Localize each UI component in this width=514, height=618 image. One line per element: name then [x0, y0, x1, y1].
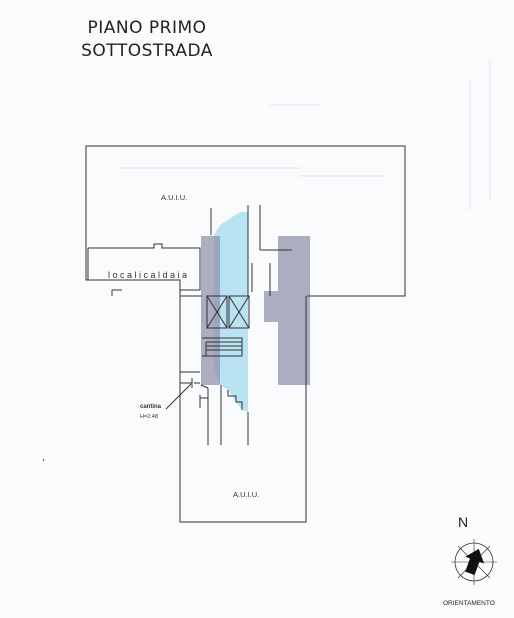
compass: N ORIENTAMENTO	[443, 514, 497, 607]
blue-highlight-area	[214, 212, 248, 412]
room-label-locali-caldaia: l o c a l i c a l d a i a	[108, 270, 187, 280]
stray-mark	[42, 458, 45, 462]
room-label-cantina: cantina	[140, 404, 162, 410]
room-label-cantina-height: H=2.48	[140, 414, 158, 420]
title-line-1: PIANO PRIMO	[87, 18, 207, 38]
room-label-auiu-top: A.U.I.U.	[161, 193, 187, 202]
north-arrow-icon	[451, 539, 497, 585]
gray-highlight-right	[264, 236, 310, 385]
gray-highlight-left	[201, 236, 220, 385]
title-line-2: SOTTOSTRADA	[81, 41, 213, 61]
room-label-auiu-bottom: A.U.I.U.	[233, 490, 259, 499]
compass-label: ORIENTAMENTO	[443, 600, 495, 607]
compass-north-letter: N	[458, 514, 468, 530]
building-outline	[85, 145, 406, 523]
bleed-through-marks	[120, 60, 491, 210]
